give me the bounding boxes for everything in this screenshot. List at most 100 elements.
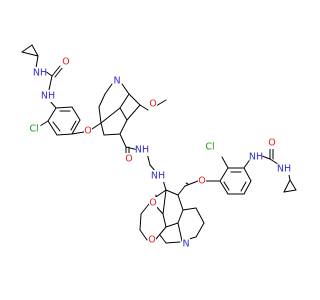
bond	[155, 226, 167, 240]
bond	[177, 209, 184, 224]
atom-label-background	[249, 151, 263, 163]
bond	[98, 106, 102, 124]
bond	[71, 131, 85, 135]
bond	[121, 83, 130, 95]
bond	[21, 44, 33, 53]
atom-label-o: O	[198, 176, 205, 187]
atom-label-n: NH	[249, 152, 263, 163]
bond	[56, 133, 73, 136]
atom-label-background	[149, 98, 157, 110]
atom-label-o: O	[149, 99, 156, 110]
atom-label-background	[203, 141, 217, 153]
atom-label-n: NH	[41, 91, 55, 102]
bond-lines	[21, 44, 297, 244]
atom-label-background	[277, 163, 291, 175]
bond	[240, 181, 247, 192]
atom-label-n: NH	[277, 164, 291, 175]
bond	[47, 107, 57, 122]
bond	[21, 51, 39, 57]
atom-label-o: O	[148, 235, 155, 246]
bond	[119, 133, 127, 148]
atom-label-background	[151, 170, 165, 182]
bond	[49, 100, 57, 109]
atom-label-cl: Cl	[205, 142, 214, 153]
bond	[119, 93, 130, 109]
bond	[103, 133, 121, 136]
bond	[104, 83, 113, 95]
bond	[223, 181, 230, 191]
atom-label-background	[62, 56, 70, 68]
bond	[243, 180, 252, 195]
atom-label-cl: Cl	[29, 124, 38, 135]
atom-label-background	[198, 175, 206, 187]
bond	[70, 120, 77, 131]
bond	[243, 167, 252, 182]
atom-label-n: NH	[151, 171, 165, 182]
bond	[165, 222, 179, 228]
bond	[126, 104, 141, 121]
atom-label-n: N	[113, 76, 120, 87]
bond	[221, 156, 229, 169]
atom-label-background	[84, 125, 92, 137]
atom-label-background	[27, 123, 41, 135]
bond	[195, 222, 205, 238]
bond	[52, 121, 61, 132]
atom-label-o: O	[268, 138, 275, 149]
bond	[98, 93, 106, 108]
bond	[165, 241, 181, 244]
bond	[177, 185, 186, 196]
bond	[71, 106, 81, 121]
bond	[100, 107, 121, 124]
atom-label-o: O	[62, 57, 69, 68]
bond	[195, 207, 205, 224]
bond	[39, 120, 49, 127]
atom-label-n: NH	[135, 145, 149, 156]
atom-label-n: NH	[33, 68, 47, 79]
atom-label-o: O	[149, 198, 156, 209]
atom-label-background	[113, 75, 121, 87]
atom-label-background	[125, 153, 133, 165]
atom-label-n: N	[182, 239, 189, 250]
bond	[155, 99, 167, 107]
bond	[261, 155, 271, 160]
bond	[289, 179, 297, 191]
bond	[182, 207, 197, 211]
atom-label-background	[41, 90, 55, 102]
bond	[283, 179, 291, 193]
bond	[48, 75, 53, 91]
bond	[162, 213, 167, 228]
bond	[31, 44, 39, 57]
bond	[184, 180, 199, 187]
bond	[128, 93, 141, 106]
atom-label-o: O	[84, 126, 91, 137]
atom-label-background	[182, 238, 190, 250]
bond	[54, 66, 64, 78]
bond	[139, 104, 149, 111]
bond	[71, 119, 81, 135]
bond	[177, 194, 184, 211]
atom-label-o: O	[125, 154, 132, 165]
bond	[55, 106, 73, 109]
bond	[47, 120, 58, 136]
bond	[35, 55, 39, 69]
bond	[219, 180, 229, 195]
atom-label-background	[135, 144, 149, 156]
bond	[51, 65, 61, 77]
atom-label-background	[33, 67, 47, 79]
bond	[139, 213, 142, 231]
bond	[219, 167, 229, 182]
bond	[119, 119, 128, 135]
bond	[177, 222, 183, 242]
atom-label-background	[148, 234, 156, 246]
bond	[119, 107, 128, 121]
atom-label-background	[268, 137, 276, 149]
bond	[162, 189, 167, 215]
bond	[139, 229, 148, 241]
bond	[159, 234, 167, 244]
bond	[283, 189, 297, 193]
bond	[100, 122, 105, 136]
bond	[91, 122, 102, 130]
